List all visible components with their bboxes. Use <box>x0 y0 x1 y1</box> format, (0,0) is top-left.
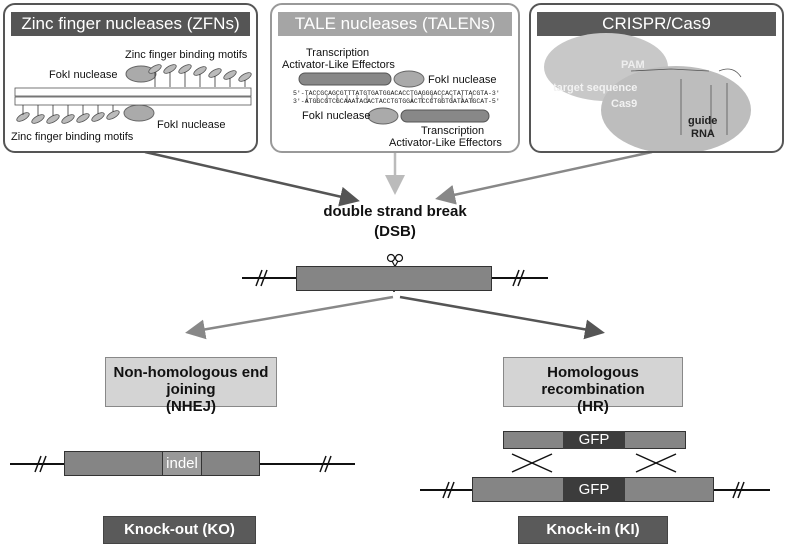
zfn-arrow <box>144 150 360 207</box>
talen-title: TALE nucleases (TALENs) <box>278 12 512 36</box>
nhej-line1: Non-homologous end joining <box>113 364 269 398</box>
dsb-label-line2: (DSB) <box>374 223 416 240</box>
knock-out-box: Knock-out (KO) <box>103 516 256 544</box>
talen-tale-bottom-l1: Transcription <box>421 125 485 137</box>
gfp-genome-segment: GFP <box>563 478 625 501</box>
crispr-arrow <box>435 150 653 205</box>
hr-arrow <box>399 295 605 340</box>
crispr-target-label: target sequence <box>553 82 638 94</box>
nhej-line2: (NHEJ) <box>165 398 216 415</box>
dsb-label-line1: double strand break <box>323 203 467 220</box>
crispr-guide-label: guide <box>688 115 718 127</box>
talen-tale-bottom-l2: Activator-Like Effectors <box>389 137 502 149</box>
crispr-pam-label: PAM <box>621 59 645 71</box>
talen-foki-top-label: FokI nuclease <box>428 74 497 86</box>
talen-tale-top-l1: Transcription <box>306 47 370 59</box>
hr-box: Homologous recombination (HR) <box>503 357 683 415</box>
zfn-foki-top-label: FokI nuclease <box>49 69 118 81</box>
talen-foki-bottom-label: FokI nuclease <box>302 110 371 122</box>
dsb-dna-bar <box>296 266 492 291</box>
talen-illustration <box>298 70 490 125</box>
talen-panel: TALE nucleases (TALENs) Transcription Ac… <box>270 3 520 153</box>
zfn-title: Zinc finger nucleases (ZFNs) <box>11 12 250 36</box>
crispr-rna-label: RNA <box>691 128 715 140</box>
crispr-panel: CRISPR/Cas9 PAM target sequence Cas9 gui… <box>529 3 784 153</box>
hr-line2: (HR) <box>577 398 609 415</box>
talen-tale-top-l2: Activator-Like Effectors <box>282 59 395 71</box>
crispr-cas9-label: Cas9 <box>611 98 638 110</box>
crispr-illustration <box>544 33 751 151</box>
gfp-donor-segment: GFP <box>563 431 625 449</box>
nhej-box: Non-homologous end joining (NHEJ) <box>105 357 277 415</box>
hr-line1: Homologous recombination <box>541 364 645 398</box>
talen-seq-top: 5'-TACCGCAGCGTTTATGTGATGGACACCTGAGGGACCA… <box>293 90 500 97</box>
knock-in-box: Knock-in (KI) <box>518 516 668 544</box>
crispr-title: CRISPR/Cas9 <box>537 12 776 36</box>
zfn-panel: Zinc finger nucleases (ZFNs) <box>3 3 258 153</box>
zfn-foki-bottom-label: FokI nuclease <box>157 119 226 131</box>
nhej-arrow <box>185 295 394 340</box>
zfn-motifs-top-label: Zinc finger binding motifs <box>125 49 248 61</box>
zfn-illustration <box>14 64 252 124</box>
zfn-motifs-bottom-label: Zinc finger binding motifs <box>11 131 134 143</box>
talen-seq-bottom: 3'-ATGGCGTCGCAAATACACTACCTGTGGACTCCCTGGT… <box>293 98 500 105</box>
indel-segment: indel <box>162 452 202 475</box>
